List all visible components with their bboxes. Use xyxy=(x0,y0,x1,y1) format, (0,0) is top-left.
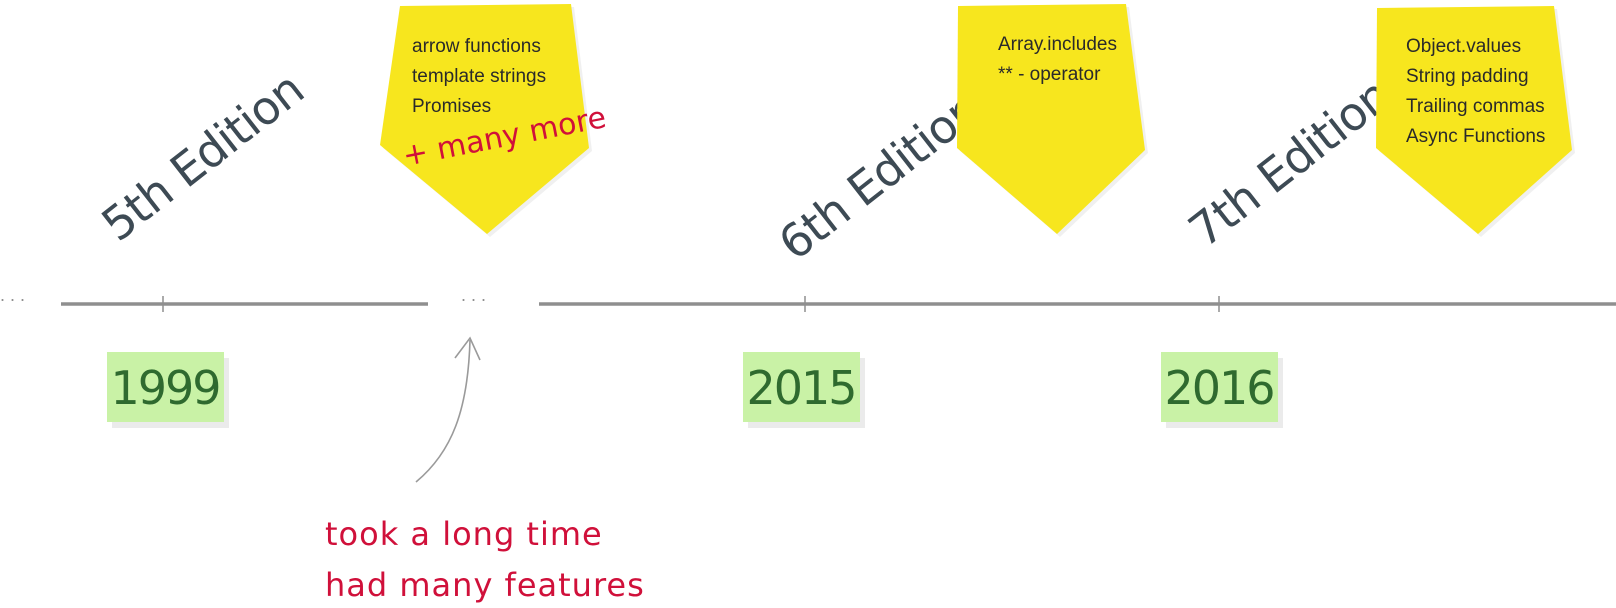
year-sticky-1999: 1999 xyxy=(107,352,229,428)
annotation-line-1: took a long time xyxy=(325,515,603,553)
feature-item: Promises xyxy=(412,96,491,117)
year-label-2015: 2015 xyxy=(746,361,855,415)
year-label-1999: 1999 xyxy=(110,361,219,415)
edition-label-6th: 6th Edition xyxy=(769,81,991,271)
annotation-line-2: had many features xyxy=(325,566,645,604)
feature-item: Async Functions xyxy=(1406,126,1545,147)
feature-item: template strings xyxy=(412,66,546,87)
year-label-2016: 2016 xyxy=(1164,361,1273,415)
year-sticky-2016: 2016 xyxy=(1161,352,1283,428)
feature-item: String padding xyxy=(1406,66,1529,87)
feature-item: Trailing commas xyxy=(1406,96,1545,117)
year-sticky-2015: 2015 xyxy=(743,352,865,428)
feature-callout-es2015: arrow functions template strings Promise… xyxy=(380,4,609,237)
feature-item: Array.includes xyxy=(998,34,1117,55)
timeline-left-ellipsis: . . . xyxy=(0,285,25,305)
feature-item: ** - operator xyxy=(998,64,1101,85)
feature-callout-es2017: Object.values String padding Trailing co… xyxy=(1376,6,1575,237)
feature-callout-es2016: Array.includes ** - operator xyxy=(957,4,1148,237)
edition-label-5th: 5th Edition xyxy=(92,62,314,252)
edition-label-7th: 7th Edition xyxy=(1179,68,1401,258)
feature-item: arrow functions xyxy=(412,36,541,57)
annotation-arrow xyxy=(415,336,481,483)
timeline-gap-ellipsis: . . . xyxy=(461,285,486,305)
feature-item: Object.values xyxy=(1406,36,1521,57)
